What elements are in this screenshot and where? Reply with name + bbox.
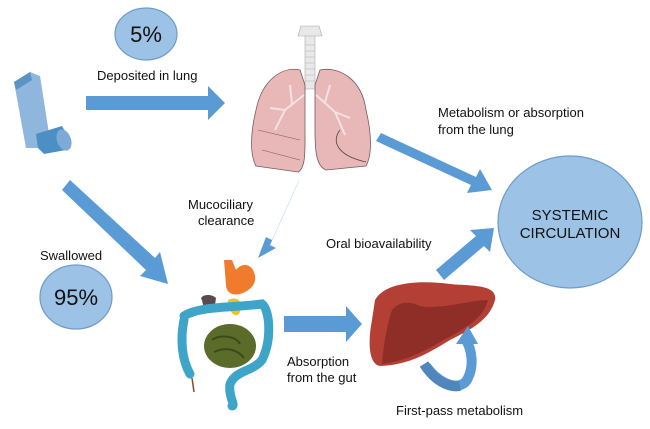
inhaler-icon <box>14 72 72 154</box>
label-absorption-line-1: Absorption <box>287 354 350 369</box>
label-swallowed: Swallowed <box>40 248 103 263</box>
arrow-swallowed <box>62 180 168 284</box>
label-oral-bioavailability: Oral bioavailability <box>326 236 432 251</box>
liver-icon <box>369 282 496 366</box>
lung-deposit-node: 5% <box>114 7 178 61</box>
lung-deposit-percent: 5% <box>130 22 162 47</box>
first-pass-arrow-icon <box>419 326 478 392</box>
label-mucociliary-line-2: clearance <box>198 213 255 228</box>
arrow-gut-to-liver <box>284 306 362 342</box>
lungs-icon <box>251 25 371 173</box>
arrow-lung-to-systemic <box>376 133 492 193</box>
digestive-tract-icon <box>177 260 274 411</box>
label-metabolism-line-2: from the lung <box>438 122 514 137</box>
label-mucociliary-line-1: Mucociliary <box>188 197 254 212</box>
swallowed-percent: 95% <box>54 285 98 310</box>
systemic-line-1: SYSTEMIC <box>532 207 609 224</box>
arrow-mucociliary <box>258 178 300 258</box>
label-deposited-in-lung: Deposited in lung <box>97 68 198 83</box>
arrow-oral-bioavailability <box>436 228 494 280</box>
label-first-pass-metabolism: First-pass metabolism <box>396 403 524 418</box>
systemic-circulation-node: SYSTEMIC CIRCULATION <box>497 155 643 289</box>
arrow-to-lungs <box>86 86 225 120</box>
label-absorption-line-2: from the gut <box>287 370 357 385</box>
swallowed-node: 95% <box>39 264 113 330</box>
systemic-line-2: CIRCULATION <box>520 225 621 242</box>
label-metabolism-line-1: Metabolism or absorption <box>438 105 584 120</box>
